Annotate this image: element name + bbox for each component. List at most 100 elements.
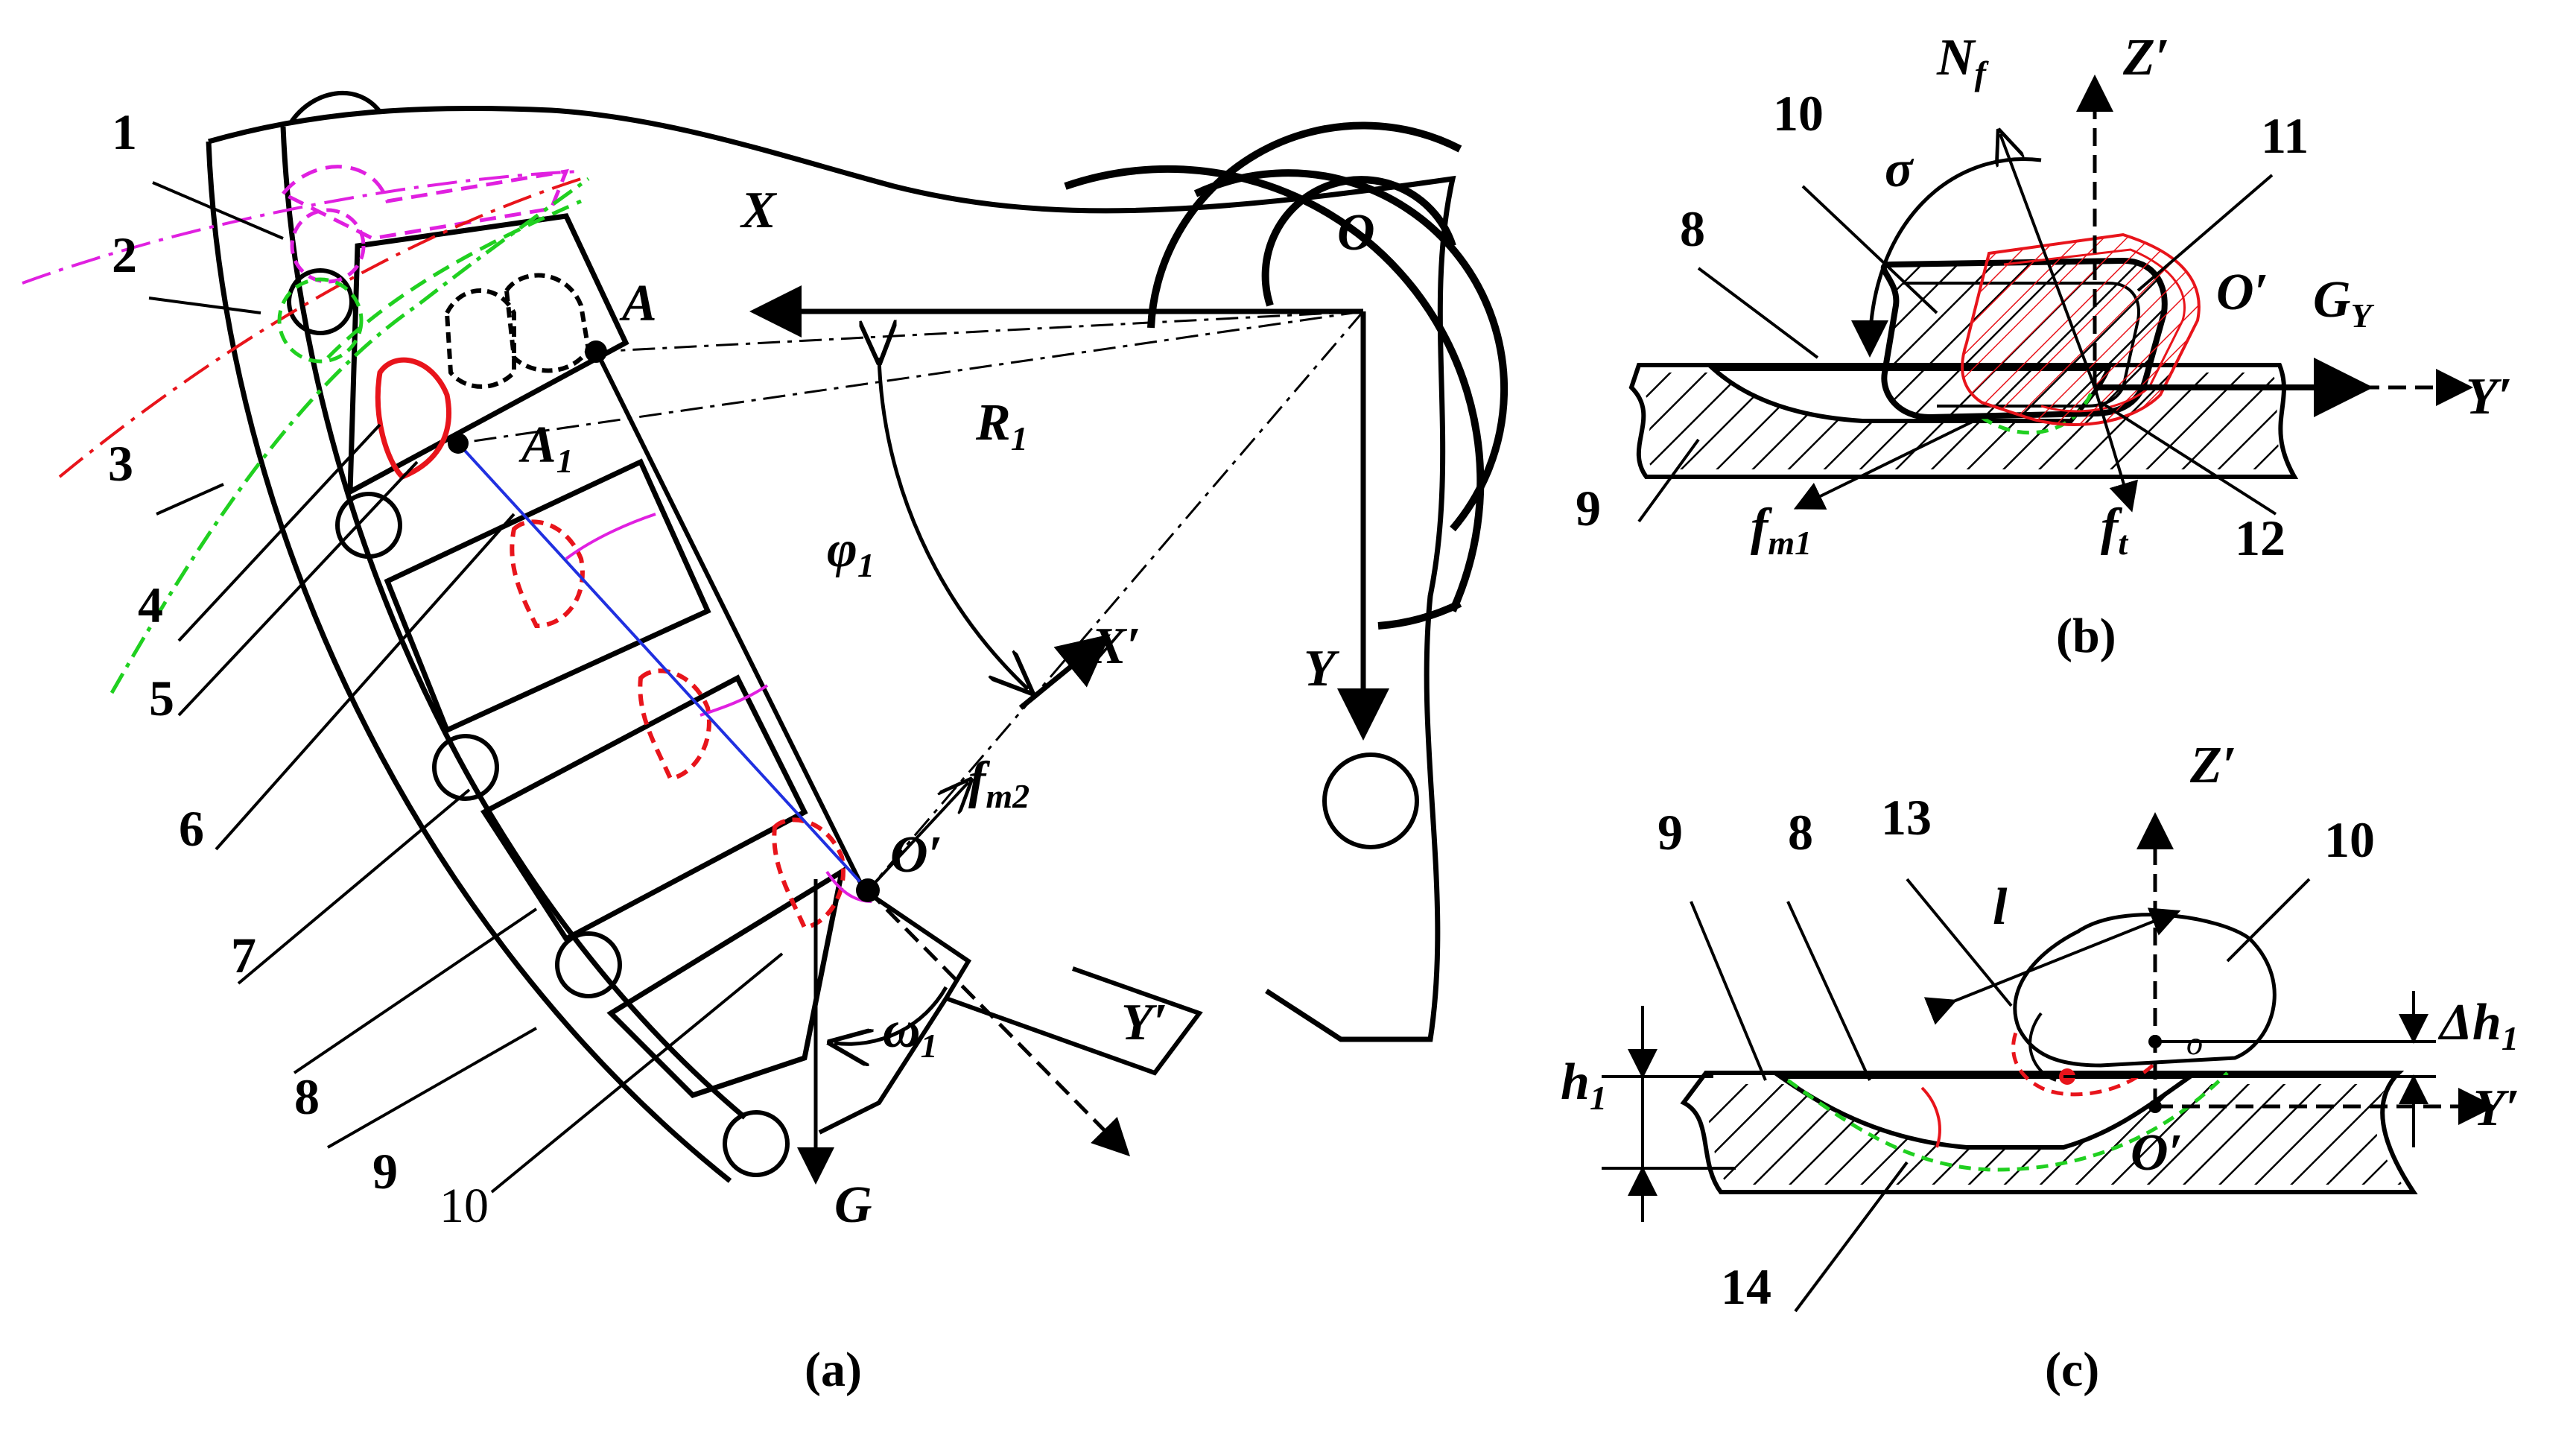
nf-arrow	[2000, 134, 2096, 388]
label-omega1: ω1	[883, 1001, 938, 1065]
base-plate-c	[1680, 1071, 2418, 1194]
part-number-3: 3	[108, 435, 133, 492]
ft-arrow	[2093, 387, 2138, 513]
label-fm1: fm1	[1751, 498, 1812, 562]
label-sigma: σ	[1885, 141, 1914, 198]
label-a: A	[619, 275, 657, 332]
label-z-prime-b: Z′	[2122, 29, 2169, 86]
part-number-c-8: 8	[1788, 804, 1813, 861]
label-fm2: fm2	[968, 752, 1030, 815]
label-o-prime: O′	[890, 826, 942, 884]
part-number-1: 1	[112, 104, 137, 160]
red-small-mark	[1920, 1086, 1941, 1148]
label-z-prime-c: Z′	[2189, 737, 2236, 794]
label-nf: Nf	[1936, 29, 1990, 92]
part-number-b-12: 12	[2235, 510, 2285, 566]
cutter-profile-4	[772, 817, 846, 931]
line-o-oprime	[866, 311, 1365, 891]
point-o-prime-c	[2148, 1100, 2162, 1113]
label-l: l	[1993, 878, 2008, 936]
label-ft: ft	[2101, 498, 2128, 562]
inner-rim	[594, 349, 866, 892]
pocket-1	[347, 213, 629, 496]
label-y-prime: Y′	[1121, 994, 1167, 1051]
rim-arc	[280, 126, 747, 1120]
red-curve	[58, 177, 582, 478]
magenta-dashed-profile	[280, 165, 569, 241]
part-number-6: 6	[179, 800, 204, 857]
hub-arc-3	[1064, 165, 1485, 613]
cutter-profile-3	[638, 668, 711, 782]
hole-5	[723, 1110, 790, 1177]
label-h1: h1	[1561, 1053, 1607, 1117]
leader-lines-c	[1690, 878, 2311, 1313]
panel-b: 8 9 10 11 12 Z′ Y′ O′ σ Nf GY fm1 ft (b)	[1576, 29, 2512, 663]
part-number-2: 2	[112, 226, 137, 283]
caption-b: (b)	[2056, 609, 2116, 663]
hub-arc-4	[1193, 169, 1509, 532]
y-prime-axis	[866, 889, 1131, 1157]
part-number-4: 4	[138, 577, 163, 633]
label-g: G	[834, 1176, 872, 1234]
hole-1	[287, 268, 354, 335]
green-dash-c	[1786, 1071, 2229, 1172]
part-number-c-13: 13	[1881, 789, 1932, 846]
label-o-prime-c: O′	[2131, 1124, 2183, 1182]
caption-c: (c)	[2045, 1343, 2099, 1397]
top-notch	[288, 91, 382, 124]
part-number-c-9: 9	[1657, 804, 1683, 861]
label-dh1: Δh1	[2437, 994, 2519, 1057]
hub-arc-1	[1261, 176, 1456, 307]
label-y-prime-c: Y′	[2473, 1080, 2519, 1137]
part-number-9: 9	[372, 1143, 398, 1200]
label-gy: GY	[2313, 271, 2375, 335]
part-number-b-9: 9	[1576, 480, 1601, 536]
label-y-prime-b: Y′	[2466, 368, 2512, 425]
part-number-8: 8	[294, 1068, 320, 1125]
sigma-arc	[1851, 157, 2042, 358]
point-a1	[448, 433, 469, 454]
hole-3	[432, 734, 499, 801]
omega-arc	[834, 986, 948, 1044]
x-prime-axis	[1018, 634, 1111, 710]
label-y: Y	[1304, 640, 1340, 697]
blue-line	[457, 442, 869, 892]
part-number-5: 5	[149, 670, 174, 726]
green-circle	[277, 277, 364, 364]
fm2-arrow	[866, 782, 968, 892]
part-number-b-8: 8	[1680, 200, 1705, 257]
magenta-circle	[290, 208, 366, 284]
pocket-4	[606, 866, 846, 1099]
part-number-b-11: 11	[2261, 107, 2309, 164]
l-dimension	[1923, 907, 2181, 1025]
leader-lines-a	[148, 181, 784, 1194]
part-number-7: 7	[231, 927, 256, 983]
part-number-c-10: 10	[2324, 811, 2375, 868]
hole-2	[335, 492, 402, 559]
label-x-prime: X′	[1090, 618, 1141, 675]
green-curve-2	[326, 199, 583, 359]
hub-arc-2	[1147, 121, 1462, 329]
cutter-red-b-2	[2003, 248, 2186, 413]
label-o: O	[1337, 204, 1375, 262]
cutter-profile-1	[375, 357, 451, 481]
pocket-2	[384, 458, 711, 734]
hole-4	[555, 931, 622, 998]
lower-blade	[818, 888, 1203, 1135]
fm1-arrow	[1793, 416, 1982, 510]
part-number-10: 10	[440, 1179, 489, 1233]
magenta-curve	[22, 170, 582, 285]
phi-arc	[879, 358, 1028, 689]
panel-a: 1 2 3 4 5 6 7 8 9 10 X Y X′ Y′ O O′ A A1…	[22, 91, 1509, 1397]
magenta-trace-1	[565, 513, 656, 560]
black-cutter-1	[444, 288, 516, 389]
line-o-a	[595, 310, 1364, 353]
black-cutter-2	[504, 273, 591, 373]
label-a1: A1	[518, 416, 574, 480]
label-o-prime-b: O′	[2216, 264, 2268, 321]
caption-a: (a)	[805, 1343, 862, 1397]
leader-lines-b	[1637, 174, 2277, 523]
green-curve-1	[110, 177, 590, 694]
label-r1: R1	[975, 394, 1028, 457]
